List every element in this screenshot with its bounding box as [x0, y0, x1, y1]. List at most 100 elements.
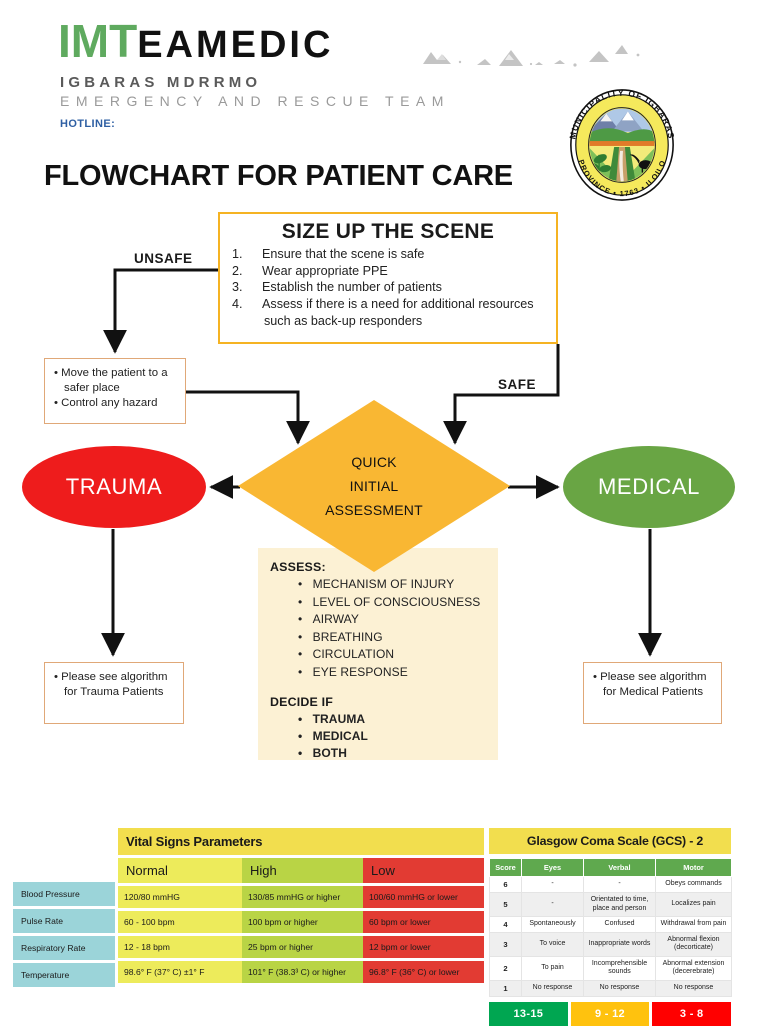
- table-row: Temperature: [13, 963, 115, 987]
- safe-branch-label: SAFE: [498, 377, 537, 392]
- vital-signs-grid: Normal High Low 120/80 mmHG 130/85 mmHG …: [118, 855, 484, 986]
- cell-low: 60 bpm or lower: [363, 911, 484, 933]
- gcs-score: 1: [489, 979, 522, 997]
- column-header-low: Low: [363, 858, 484, 883]
- vital-signs-label-table: Blood Pressure Pulse Rate Respiratory Ra…: [13, 879, 115, 990]
- gcs-motor: Withdrawal from pain: [655, 915, 732, 934]
- gcs-eyes: No response: [521, 979, 584, 997]
- step-text: Establish the number of patients: [262, 280, 442, 295]
- diamond-label: QUICK INITIAL ASSESSMENT: [238, 400, 510, 572]
- gcs-eyes: Spontaneously: [521, 915, 584, 934]
- list-item: BOTH: [298, 745, 498, 762]
- gcs-verbal: No response: [583, 979, 656, 997]
- list-item: CIRCULATION: [298, 646, 498, 664]
- table-header-row: Normal High Low: [118, 858, 484, 883]
- cell-high: 100 bpm or higher: [242, 911, 363, 933]
- glasgow-coma-scale-table: Glasgow Coma Scale (GCS) - 2 Score Eyes …: [489, 828, 732, 1026]
- gcs-col-score: Score: [489, 858, 522, 877]
- step-text: Wear appropriate PPE: [262, 263, 388, 278]
- list-item: Move the patient to a safer place: [54, 366, 179, 396]
- size-up-step: 4. Assess if there is a need for addition…: [232, 296, 546, 329]
- assess-heading: ASSESS:: [270, 560, 326, 574]
- table-row: 2 To pain Incomprehensible sounds Abnorm…: [489, 955, 732, 981]
- trauma-label: TRAUMA: [65, 474, 163, 499]
- row-label: Pulse Rate: [13, 909, 115, 933]
- table-header-row: Score Eyes Verbal Motor: [489, 858, 732, 877]
- list-item: LEVEL OF CONSCIOUSNESS: [298, 594, 498, 612]
- vital-signs-parameters-table: Vital Signs Parameters Normal High Low 1…: [118, 828, 484, 986]
- gcs-col-eyes: Eyes: [521, 858, 584, 877]
- row-label: Temperature: [13, 963, 115, 987]
- quick-initial-assessment-diamond: QUICK INITIAL ASSESSMENT: [238, 400, 510, 572]
- size-up-step: 2. Wear appropriate PPE: [232, 263, 546, 280]
- gcs-band-severe-none: 13-15: [489, 1001, 568, 1026]
- logo-imt-text: IMT: [58, 15, 138, 67]
- size-up-the-scene-box: SIZE UP THE SCENE 1.Ensure that the scen…: [218, 212, 558, 344]
- table-row: 4 Spontaneously Confused Withdrawal from…: [489, 915, 732, 934]
- list-item: BREATHING: [298, 629, 498, 647]
- list-item: Please see algorithm for Trauma Patients: [54, 670, 177, 700]
- medical-algorithm-box: Please see algorithm for Medical Patient…: [583, 662, 722, 724]
- unsafe-branch-label: UNSAFE: [134, 251, 193, 266]
- logo-subtitle-rescue-team: EMERGENCY AND RESCUE TEAM: [60, 93, 450, 109]
- table-row: Pulse Rate: [13, 909, 115, 933]
- assess-panel: ASSESS: MECHANISM OF INJURY LEVEL OF CON…: [258, 548, 498, 760]
- gcs-score: 5: [489, 892, 522, 917]
- step-text: Ensure that the scene is safe: [262, 247, 425, 261]
- size-up-steps: 1.Ensure that the scene is safe 2.Wear a…: [220, 246, 556, 330]
- decide-heading: DECIDE IF: [270, 695, 334, 710]
- trauma-note-list: Please see algorithm for Trauma Patients: [45, 663, 183, 700]
- list-item: MEDICAL: [298, 728, 498, 745]
- gcs-motor: Obeys commands: [655, 875, 732, 894]
- list-item: Control any hazard: [54, 396, 179, 411]
- table-row: Respiratory Rate: [13, 936, 115, 960]
- cell-high: 101° F (38.3³ C) or higher: [242, 961, 363, 983]
- gcs-score: 2: [489, 955, 522, 981]
- gcs-band-severe: 3 - 8: [652, 1001, 732, 1026]
- gcs-eyes: To pain: [521, 955, 584, 981]
- gcs-eyes: To voice: [521, 932, 584, 957]
- diamond-shape: [238, 400, 510, 572]
- diamond-line-2: INITIAL: [349, 477, 399, 494]
- gcs-verbal: -: [583, 875, 656, 894]
- page-title: FLOWCHART FOR PATIENT CARE: [44, 160, 513, 192]
- table-row: 120/80 mmHG 130/85 mmHG or higher 100/60…: [118, 886, 484, 908]
- hotline-label: HOTLINE:: [60, 118, 116, 130]
- cell-normal: 12 - 18 bpm: [118, 936, 242, 958]
- imt-logo: IMTEAMEDIC: [58, 18, 333, 64]
- gcs-score: 3: [489, 932, 522, 957]
- gcs-score: 6: [489, 875, 522, 894]
- trauma-algorithm-box: Please see algorithm for Trauma Patients: [44, 662, 184, 724]
- gcs-col-verbal: Verbal: [583, 858, 656, 877]
- decide-list: TRAUMA MEDICAL BOTH: [258, 711, 498, 762]
- assess-list: MECHANISM OF INJURY LEVEL OF CONSCIOUSNE…: [258, 576, 498, 681]
- cell-normal: 98.6° F (37° C) ±1° F: [118, 961, 242, 983]
- diamond-line-3: ASSESSMENT: [325, 502, 423, 519]
- list-item: AIRWAY: [298, 611, 498, 629]
- trauma-oval: TRAUMA: [22, 446, 206, 528]
- gcs-verbal: Orientated to time, place and person: [583, 892, 656, 917]
- gcs-verbal: Inappropriate words: [583, 932, 656, 957]
- row-label: Respiratory Rate: [13, 936, 115, 960]
- gcs-verbal: Confused: [583, 915, 656, 934]
- column-header-high: High: [242, 858, 363, 883]
- gcs-motor: Abnormal extension (decerebrate): [655, 955, 732, 981]
- step-number: 4.: [232, 297, 243, 312]
- cell-normal: 120/80 mmHG: [118, 886, 242, 908]
- step-text: Assess if there is a need for additional…: [262, 297, 534, 328]
- list-item: TRAUMA: [298, 711, 498, 728]
- vital-signs-row-labels: Blood Pressure Pulse Rate Respiratory Ra…: [13, 879, 115, 990]
- list-item: Please see algorithm for Medical Patient…: [593, 670, 715, 700]
- cell-low: 12 bpm or lower: [363, 936, 484, 958]
- list-item: MECHANISM OF INJURY: [298, 576, 498, 594]
- diamond-line-1: QUICK: [351, 453, 397, 470]
- gcs-band-moderate: 9 - 12: [570, 1001, 650, 1026]
- step-number: 3.: [232, 280, 243, 295]
- logo-subtitle-mdrrmo: IGBARAS MDRRMO: [60, 74, 262, 91]
- table-row: 5 - Orientated to time, place and person…: [489, 892, 732, 917]
- logo-eamedic-text: EAMEDIC: [137, 24, 334, 66]
- step-number: 2.: [232, 263, 243, 278]
- list-item: EYE RESPONSE: [298, 664, 498, 682]
- gcs-motor: Localizes pain: [655, 892, 732, 917]
